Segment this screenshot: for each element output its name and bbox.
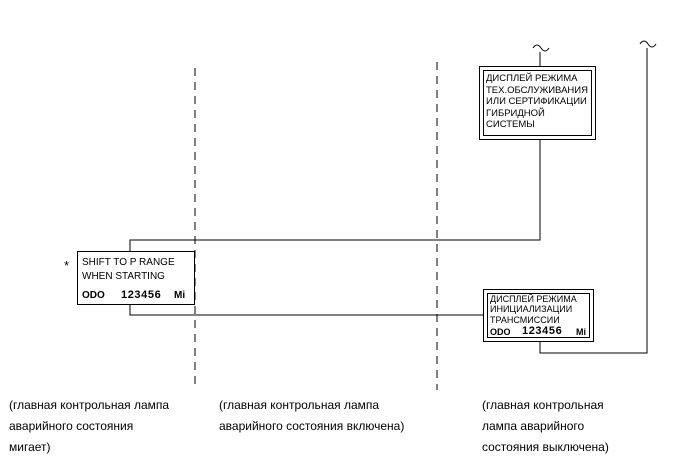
- shift-odo-unit: Mi: [174, 290, 186, 301]
- transmission-display-text: ДИСПЛЕЙ РЕЖИМА ИНИЦИАЛИЗАЦИИ ТРАНСМИССИИ: [490, 294, 577, 325]
- transmission-odo-unit: Mi: [576, 327, 586, 337]
- shift-odo-label: ODO: [82, 290, 105, 301]
- break-mark-left: [532, 44, 550, 52]
- shift-line-2: WHEN STARTING: [82, 271, 165, 282]
- transmission-odo-value: 123456: [522, 325, 563, 337]
- wire-transmission-to-right: [539, 48, 648, 354]
- hybrid-display-text: ДИСПЛЕЙ РЕЖИМА ТЕХ.ОБСЛУЖИВАНИЯ ИЛИ СЕРТ…: [486, 73, 588, 131]
- hybrid-maintenance-display: ДИСПЛЕЙ РЕЖИМА ТЕХ.ОБСЛУЖИВАНИЯ ИЛИ СЕРТ…: [479, 66, 596, 140]
- transmission-init-display: ДИСПЛЕЙ РЕЖИМА ИНИЦИАЛИЗАЦИИ ТРАНСМИССИИ…: [483, 289, 594, 342]
- shift-p-range-display: SHIFT TO P RANGE WHEN STARTING ODO 12345…: [77, 251, 195, 305]
- asterisk-marker: *: [64, 258, 70, 273]
- hybrid-display-frame: [483, 70, 592, 136]
- wire-shift-to-transmission: [129, 303, 487, 316]
- caption-on: (главная контрольная лампа аварийного со…: [219, 398, 405, 433]
- wire-shift-to-hybrid: [129, 140, 541, 251]
- transmission-odo-label: ODO: [490, 327, 511, 337]
- break-mark-right: [639, 40, 657, 48]
- caption-off: (главная контрольная лампа аварийного со…: [482, 398, 609, 454]
- shift-line-1: SHIFT TO P RANGE: [82, 257, 175, 268]
- shift-odo-value: 123456: [121, 289, 162, 301]
- transmission-display-frame: [487, 293, 590, 338]
- caption-blinking: (главная контрольная лампа аварийного со…: [9, 398, 170, 454]
